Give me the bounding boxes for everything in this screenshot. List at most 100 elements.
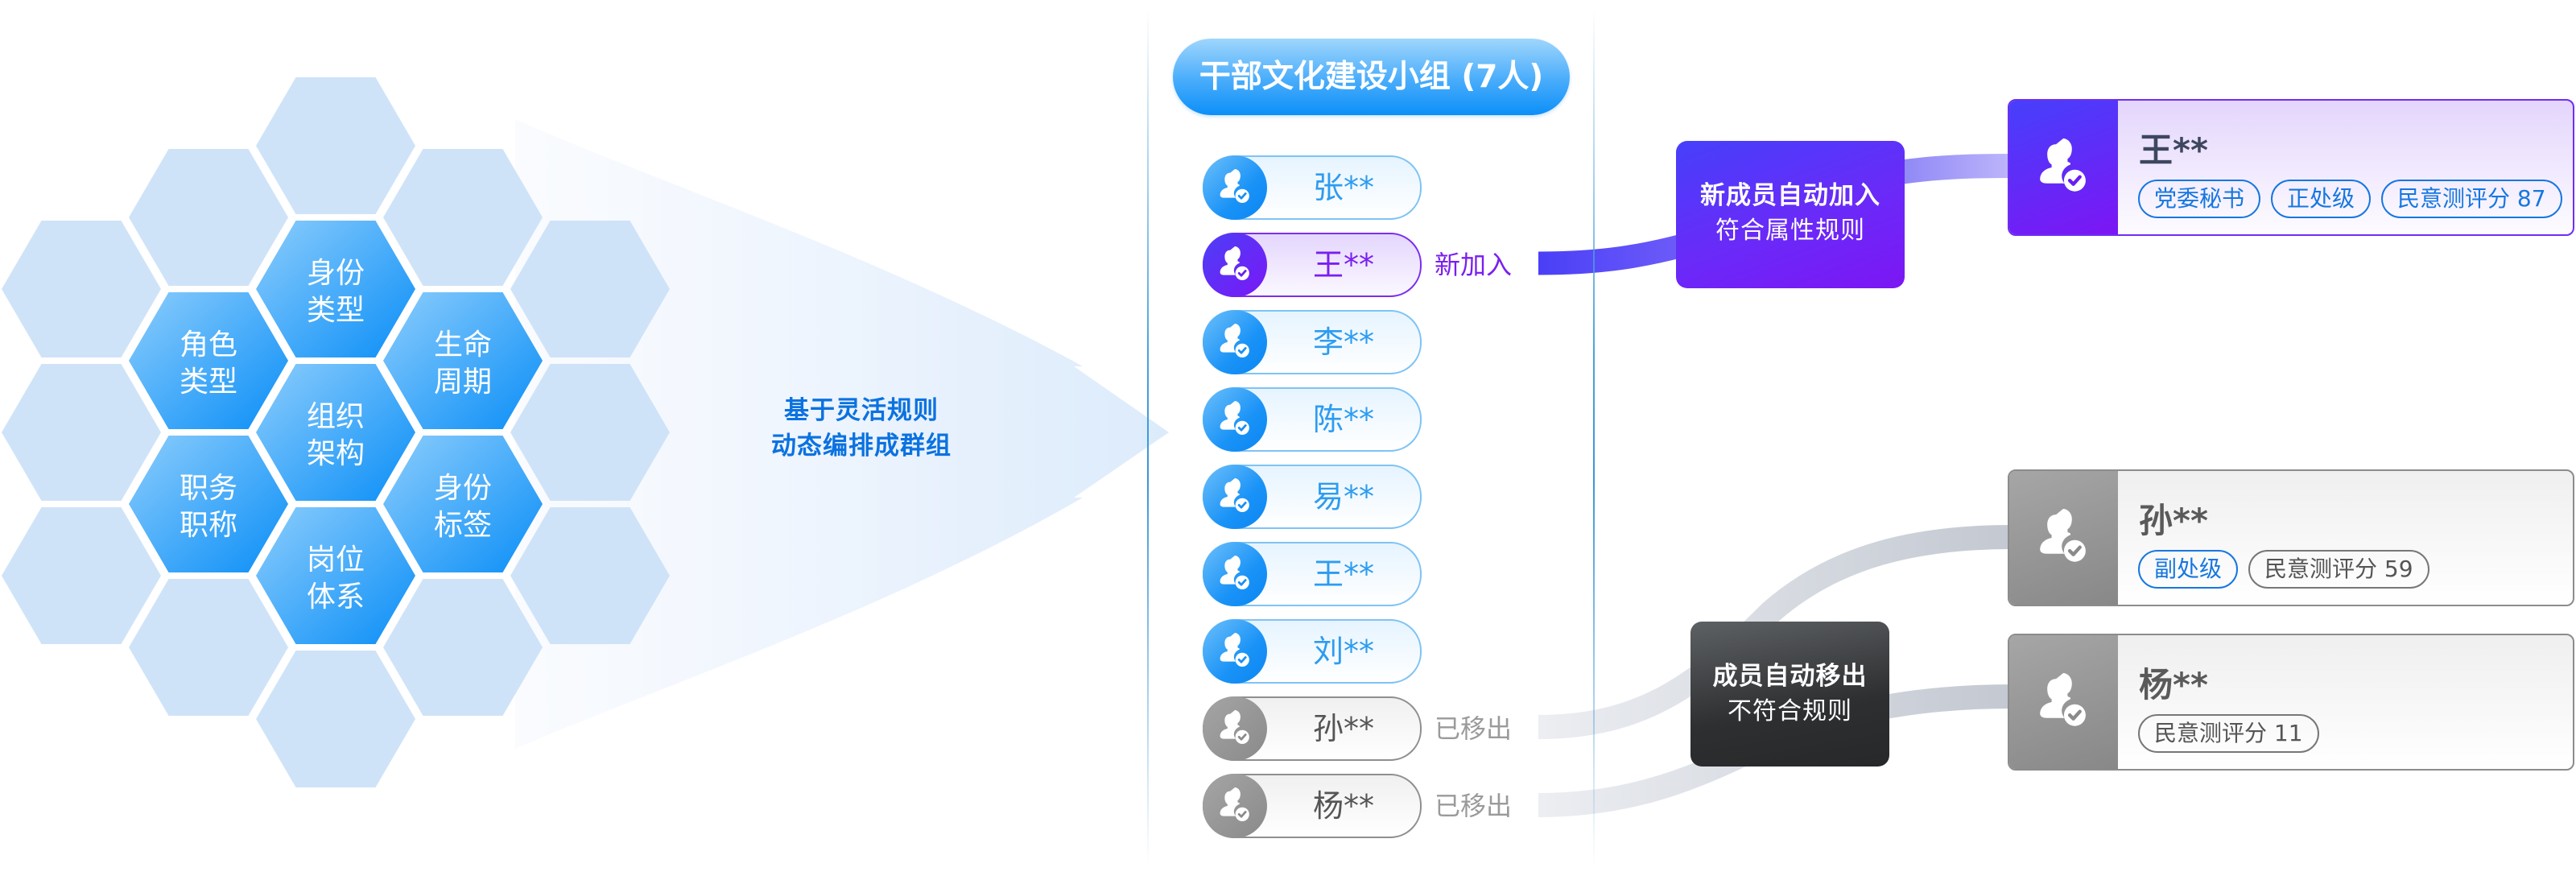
added-member-card[interactable]: 王**党委秘书正处级民意测评分 87 [2008, 99, 2574, 236]
avatar [1203, 619, 1267, 684]
avatar [1203, 696, 1267, 761]
member-item[interactable]: 王** 新加入 [1203, 233, 1512, 297]
connector-new-to-rule [1538, 233, 1686, 275]
member-item[interactable]: 陈** [1203, 387, 1422, 452]
rule-auto-remove[interactable]: 成员自动移出 不符合规则 [1690, 622, 1889, 766]
attribute-hex-label: 角色 [180, 328, 237, 362]
user-check-icon [1220, 633, 1249, 667]
attribute-hex-label: 职称 [180, 509, 237, 542]
attribute-hex-label: 架构 [307, 437, 365, 470]
rule-auto-add[interactable]: 新成员自动加入 符合属性规则 [1676, 141, 1905, 288]
attribute-hex[interactable] [383, 436, 543, 572]
member-name: 李** [1312, 324, 1374, 360]
attribute-hex-label: 类型 [180, 366, 237, 399]
placeholder-hex [2, 221, 161, 357]
attribute-hex[interactable] [129, 436, 288, 572]
placeholder-hex [510, 364, 670, 501]
attribute-hex-label: 身份 [434, 472, 492, 505]
attribute-hex[interactable] [256, 364, 415, 501]
card-member-name: 杨** [2139, 665, 2208, 705]
removed-member-card[interactable]: 孙** 副处级民意测评分 59 [2008, 469, 2574, 606]
user-check-icon [1220, 710, 1249, 744]
card-avatar-panel [2009, 471, 2118, 605]
removed-member-card[interactable]: 杨** 民意测评分 11 [2008, 634, 2574, 771]
member-item[interactable]: 王** [1203, 542, 1422, 606]
attribute-hex-label: 周期 [434, 366, 492, 399]
attribute-hex-label: 职务 [180, 472, 237, 505]
attribute-hex-label: 类型 [307, 294, 365, 327]
user-check-icon [2040, 138, 2086, 192]
member-name: 张** [1312, 170, 1374, 205]
member-item[interactable]: 孙** 已移出 [1203, 696, 1512, 761]
user-check-icon [1220, 478, 1249, 512]
member-name: 杨** [1312, 788, 1374, 824]
attribute-hex-label: 身份 [307, 257, 365, 290]
member-item[interactable]: 易** [1203, 465, 1422, 529]
member-name: 易** [1312, 479, 1374, 514]
avatar [1203, 542, 1267, 606]
rule-auto-add-title: 新成员自动加入 [1700, 181, 1880, 210]
card-tag-list: 党委秘书正处级民意测评分 87 [2138, 180, 2562, 218]
attribute-hex-label: 岗位 [307, 543, 365, 576]
user-check-icon [1220, 401, 1249, 435]
member-item[interactable]: 杨** 已移出 [1203, 774, 1512, 838]
avatar [1203, 387, 1267, 452]
attribute-hex[interactable] [256, 221, 415, 357]
avatar [1203, 774, 1267, 838]
member-item[interactable]: 张** [1203, 155, 1422, 220]
attribute-tag: 民意测评分 11 [2138, 714, 2319, 753]
placeholder-hex [383, 149, 543, 286]
attribute-hex-label: 生命 [434, 328, 492, 362]
member-name: 王** [1312, 247, 1374, 283]
member-item[interactable]: 刘** [1203, 619, 1422, 684]
attribute-hex[interactable] [129, 292, 288, 429]
user-check-icon [1220, 787, 1249, 821]
funnel-caption: 基于灵活规则 动态编排成群组 [724, 393, 998, 464]
avatar [1203, 465, 1267, 529]
avatar [1203, 155, 1267, 220]
card-tag-list: 民意测评分 11 [2138, 714, 2319, 753]
placeholder-hex [129, 149, 288, 286]
attribute-hex[interactable] [383, 292, 543, 429]
card-avatar-panel [2009, 635, 2118, 769]
status-removed-label: 已移出 [1435, 791, 1513, 821]
rule-auto-remove-subtitle: 不符合规则 [1728, 697, 1852, 725]
user-check-icon [2040, 673, 2086, 726]
placeholder-hex [256, 651, 415, 787]
funnel-caption-line1: 基于灵活规则 [784, 396, 939, 425]
placeholder-hex [256, 77, 415, 214]
status-new-label: 新加入 [1435, 250, 1513, 280]
rule-auto-add-subtitle: 符合属性规则 [1715, 217, 1865, 245]
funnel-caption-line2: 动态编排成群组 [771, 432, 952, 461]
card-tag-list: 副处级民意测评分 59 [2138, 550, 2429, 589]
avatar [1203, 233, 1267, 297]
panel-divider-right [1593, 8, 1595, 866]
attribute-tag: 正处级 [2271, 180, 2372, 218]
user-check-icon [1220, 324, 1249, 357]
group-title[interactable]: 干部文化建设小组 (7人) [1173, 39, 1570, 115]
member-name: 孙** [1312, 711, 1374, 746]
placeholder-hex [510, 507, 670, 644]
placeholder-hex [129, 579, 288, 716]
connector-rule-to-added-card [1897, 154, 2013, 184]
card-member-name: 孙** [2139, 501, 2208, 540]
funnel-arrow [515, 119, 1169, 749]
avatar [1203, 310, 1267, 374]
placeholder-hex [2, 507, 161, 644]
attribute-hex-label: 体系 [307, 581, 365, 614]
attribute-tag: 民意测评分 87 [2381, 180, 2562, 218]
attribute-tag: 民意测评分 59 [2248, 550, 2429, 589]
user-check-icon [1220, 556, 1249, 589]
member-item[interactable]: 李** [1203, 310, 1422, 374]
member-name: 王** [1312, 556, 1374, 592]
attribute-hex[interactable] [256, 507, 415, 644]
placeholder-hex [2, 364, 161, 501]
panel-divider-left [1147, 8, 1149, 866]
attribute-hex-label: 标签 [434, 509, 492, 542]
attribute-tag: 副处级 [2138, 550, 2239, 589]
attribute-hex-label: 组织 [307, 400, 365, 433]
connector-removed-sun [1538, 525, 2013, 739]
status-removed-label: 已移出 [1435, 713, 1513, 744]
